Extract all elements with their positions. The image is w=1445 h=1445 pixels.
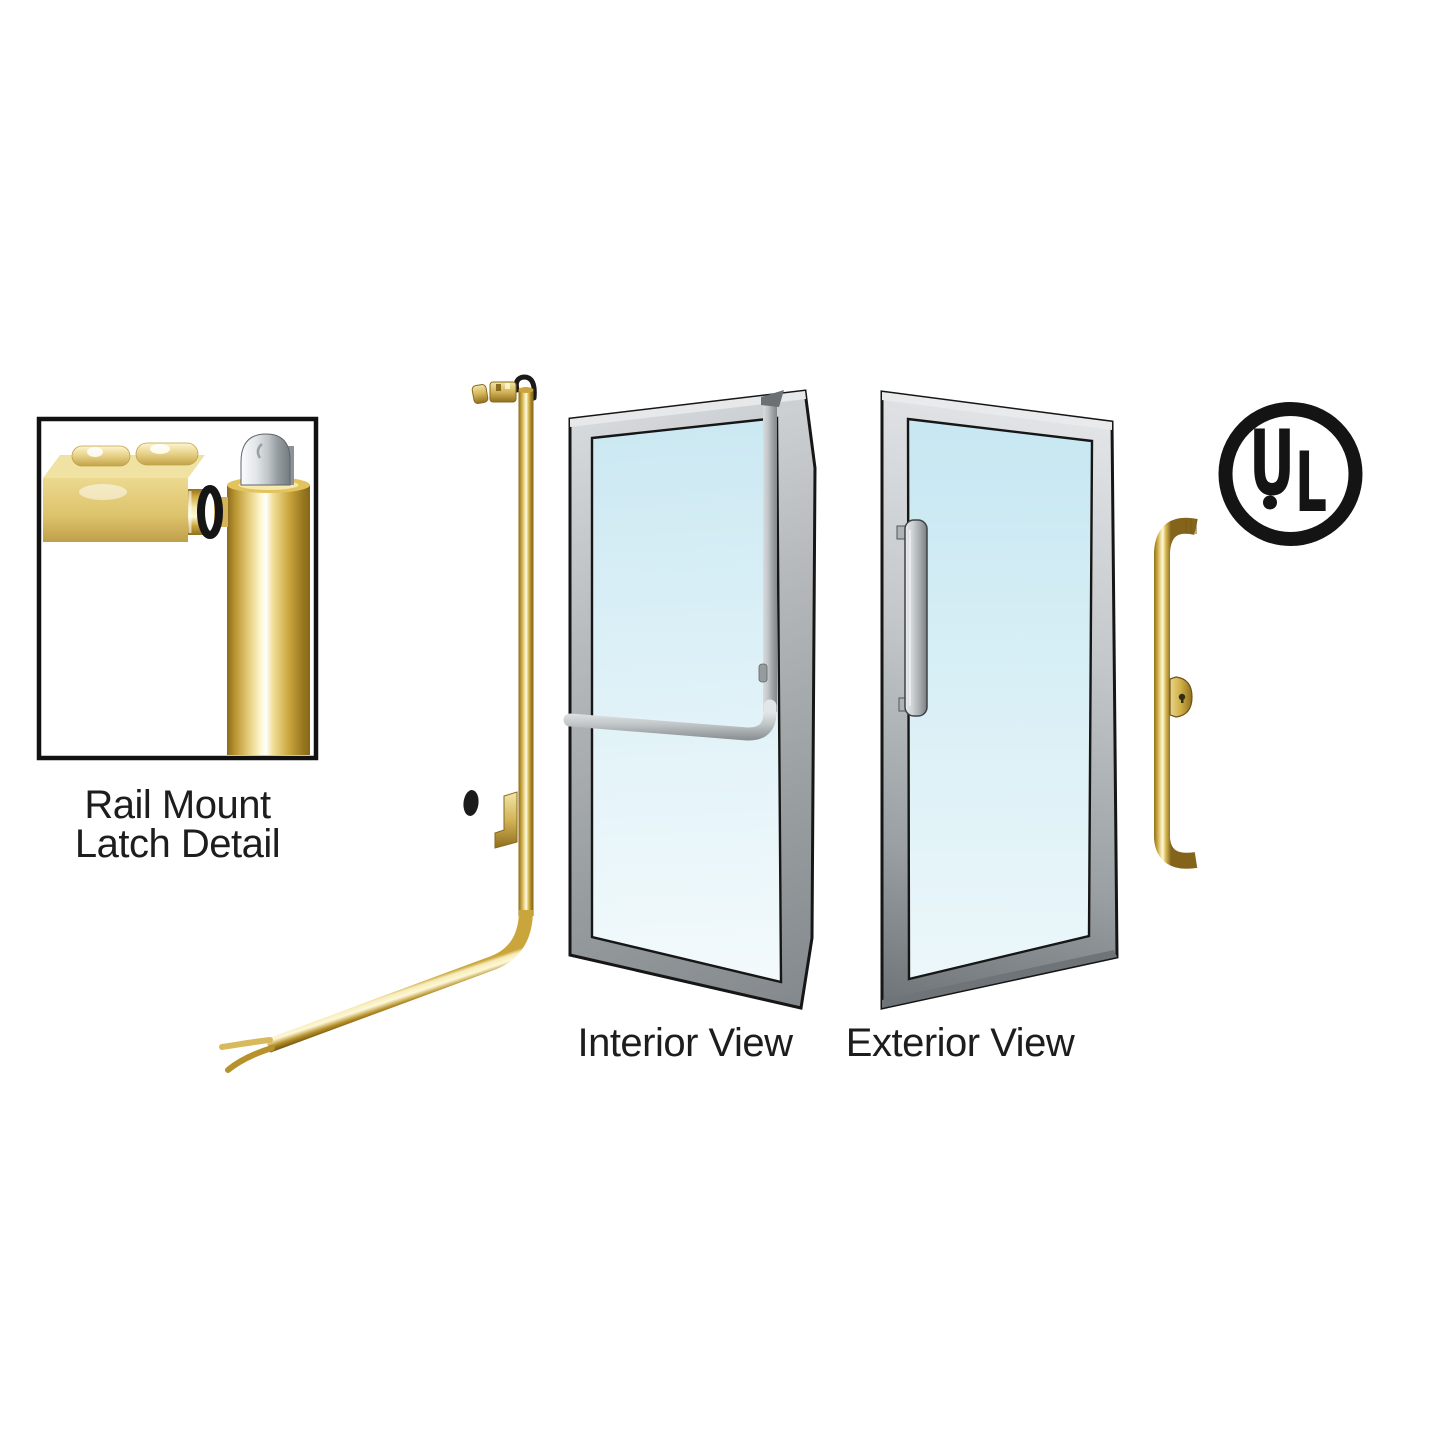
rod-mount-bracket-mid xyxy=(494,791,518,849)
latch-detail-caption: Rail Mount Latch Detail xyxy=(39,783,316,866)
cross-bar-fork-upper xyxy=(219,1037,273,1050)
interior-door-glass xyxy=(590,416,783,984)
ul-logo-ring xyxy=(1218,402,1363,546)
handle-cylinder-lock xyxy=(1169,676,1193,718)
interior-view-label: Interior View xyxy=(577,1021,793,1065)
interior-rod-top-hook xyxy=(761,390,784,407)
cross-bar-fork-lower xyxy=(225,1045,275,1073)
interior-rod-latch-tab xyxy=(758,663,768,683)
ul-registered-dot xyxy=(1263,495,1277,510)
caption-line-1: Rail Mount xyxy=(84,783,271,827)
latch-rail-tube xyxy=(227,485,310,755)
chrome-latch-bolt xyxy=(240,433,291,486)
exterior-door xyxy=(880,390,1119,1010)
ul-certification-logo: U L xyxy=(1218,402,1363,546)
boss-specular xyxy=(150,444,170,454)
exterior-door-glass xyxy=(906,417,1094,981)
exterior-view-label: Exterior View xyxy=(845,1021,1075,1065)
keyhole-slot xyxy=(1181,697,1184,703)
exterior-pull-handle xyxy=(896,519,928,717)
rod-mount-bracket-top xyxy=(489,381,517,403)
latch-o-ring xyxy=(197,485,223,539)
interior-push-bar xyxy=(563,699,777,741)
block-specular xyxy=(79,484,127,500)
latch-block-boss xyxy=(71,445,131,467)
brass-handle-body xyxy=(1154,517,1198,869)
ul-letter-l: L xyxy=(1295,434,1327,531)
cross-bar xyxy=(265,909,533,1053)
latch-bolt-engraving xyxy=(256,443,263,459)
interior-door-top-edge xyxy=(570,391,806,427)
panic-exit-rod-assembly xyxy=(219,374,537,1073)
rail-mount-latch-inset xyxy=(36,416,319,761)
handle-grip xyxy=(904,519,928,717)
rod-bumper-grommet xyxy=(463,790,479,816)
exterior-door-bottom-edge xyxy=(882,950,1117,1008)
interior-door xyxy=(563,389,817,1010)
brass-locking-pull-handle xyxy=(1154,517,1198,869)
rod-strike-piece xyxy=(471,384,489,404)
latch-detail-drawing xyxy=(43,433,310,755)
exterior-door-top-edge xyxy=(882,392,1112,430)
interior-panic-hardware xyxy=(563,390,784,741)
rod-top-cap xyxy=(518,387,534,393)
caption-line-2: Latch Detail xyxy=(74,822,281,866)
brass-handle-top-stud xyxy=(1185,519,1197,534)
boss-specular xyxy=(87,447,103,457)
